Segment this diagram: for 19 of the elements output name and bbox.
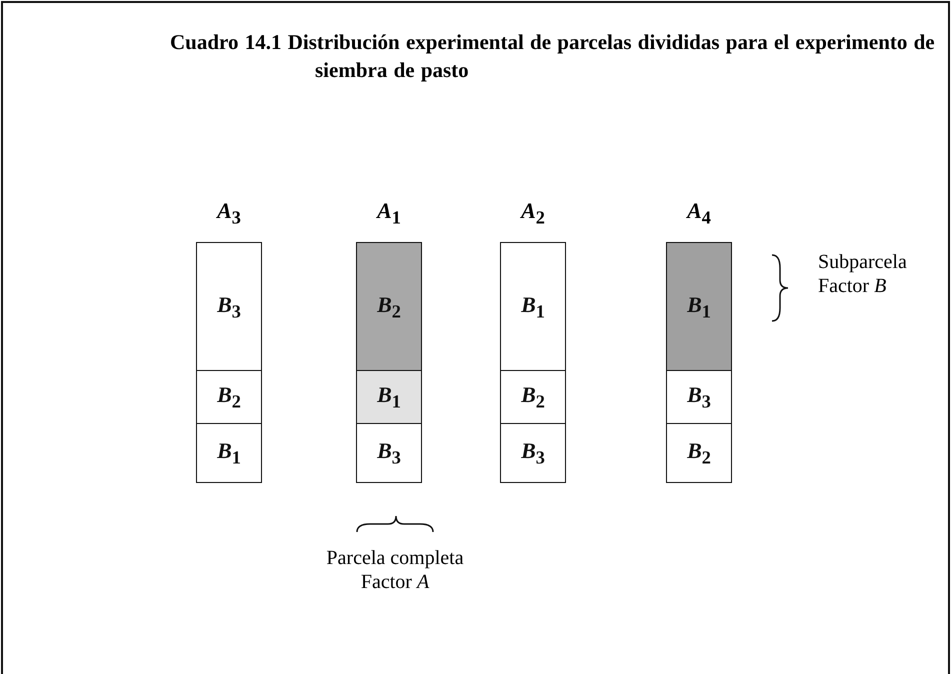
plot-cell: B$_{2}$	[196, 370, 262, 424]
plot-cell: B$_{1}$	[196, 423, 262, 483]
plot-cell: B$_{3}$	[500, 423, 566, 483]
plot-cell: B$_{3}$	[666, 370, 732, 424]
column-heading: A$_{3}$	[215, 198, 242, 228]
plot-cell: B$_{2}$	[666, 423, 732, 483]
column-heading: A$_{1}$	[375, 198, 402, 228]
annotation-text: Parcela completa Factor A	[325, 546, 465, 594]
table-title: Cuadro 14.1 Distribución experimental de parcelas divididas para el experimento de siembra de pasto	[170, 29, 936, 84]
plot-cell: B$_{1}$	[356, 370, 422, 424]
column-heading: A$_{4}$	[685, 198, 712, 228]
plot-cell: B$_{1}$	[500, 242, 566, 372]
column-heading: A$_{2}$	[519, 198, 546, 228]
plot-cell: B$_{2}$	[500, 370, 566, 424]
plot-cell: B$_{1}$	[666, 242, 732, 372]
annotation-text: Subparcela Factor B	[818, 250, 908, 298]
plot-cell: B$_{2}$	[356, 242, 422, 372]
plot-cell: B$_{3}$	[356, 423, 422, 483]
plot-cell: B$_{3}$	[196, 242, 262, 372]
